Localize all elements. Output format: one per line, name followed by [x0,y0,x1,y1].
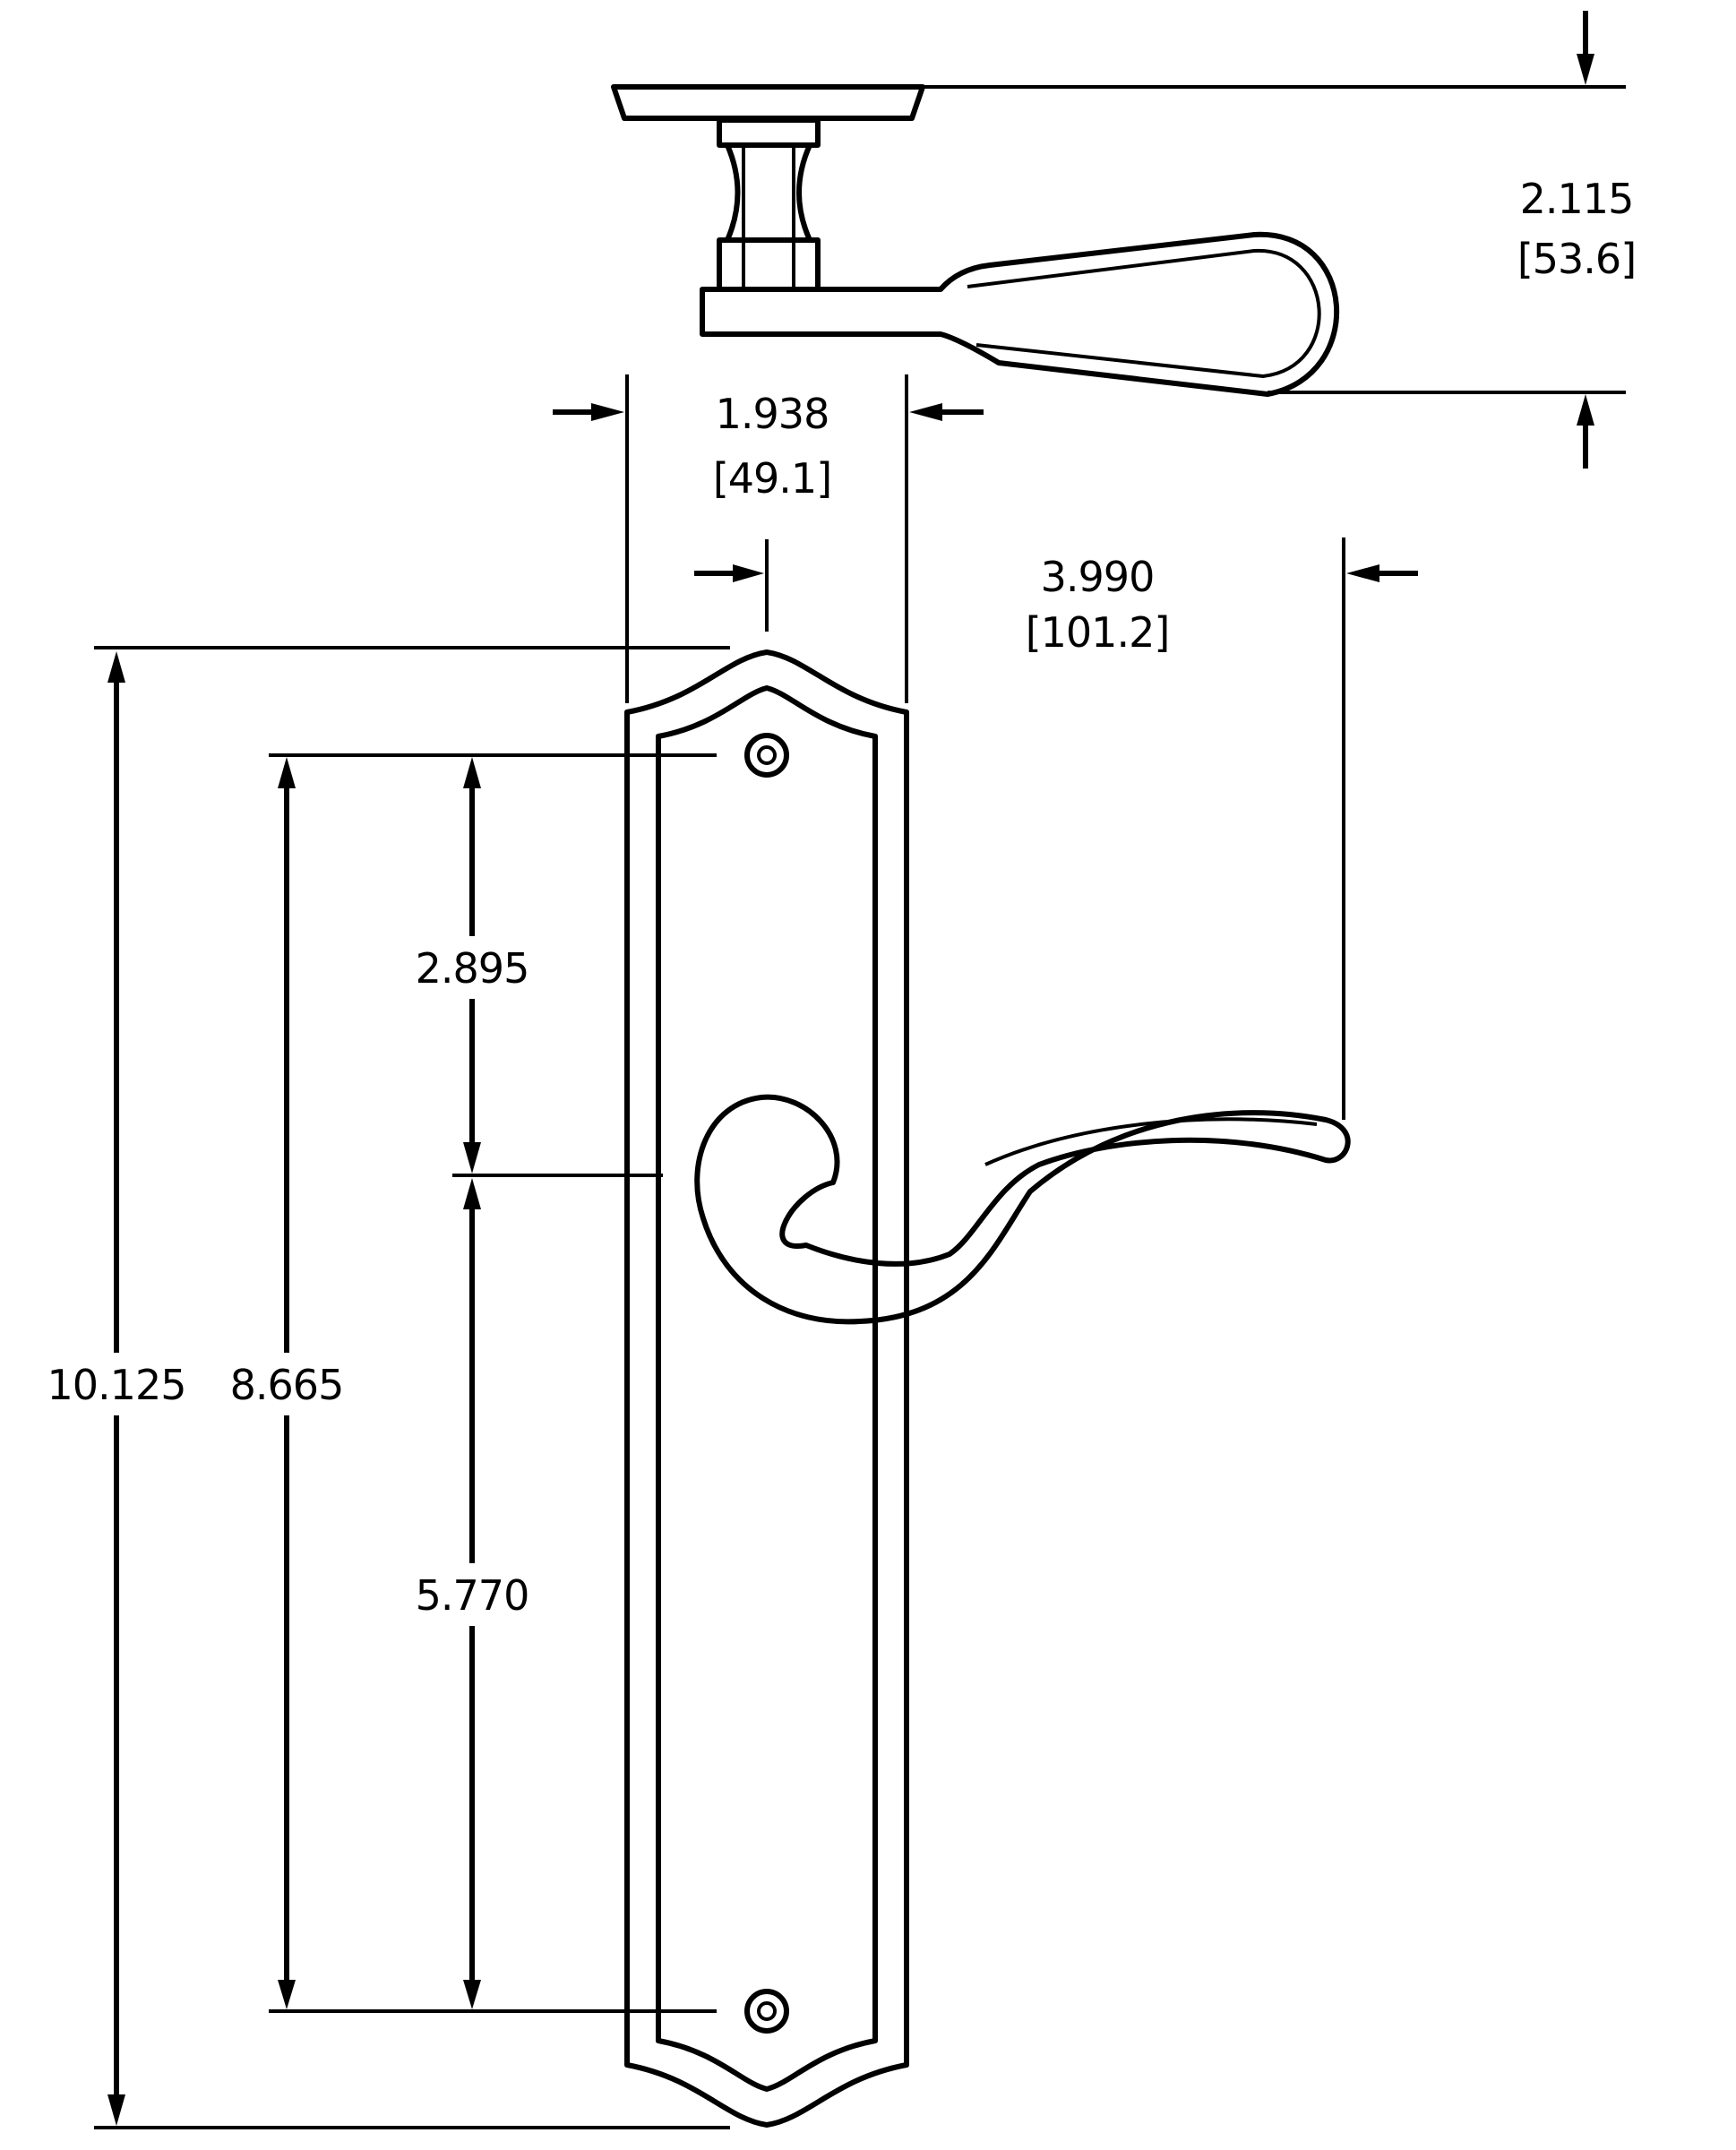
dim-5770-arrow-top [463,1178,481,1209]
dim-3990-arrow-right [1346,564,1379,582]
dim-1938-arrow-right [909,403,942,421]
dim-10125: 10.125 [47,1361,186,1409]
dim-2115-arrow-top [1577,54,1594,85]
dim-2895-arrow-bottom [463,1142,481,1174]
dim-5770: 5.770 [416,1571,529,1620]
dim-3990-inch: 3.990 [1041,553,1155,601]
dim-2895-label-bg [408,936,537,999]
backplate-outer [624,649,909,2128]
top-screw-hole [744,733,789,778]
dim-2115-mm: [53.6] [1517,235,1636,283]
dim-2115-arrow-bottom [1577,394,1594,426]
side-view-lever-inner [967,248,1321,379]
side-view-spindle [725,142,812,243]
front-lever-inner-edge [984,1117,1318,1166]
bottom-screw-hole [744,1989,789,2034]
front-dimensions: 1.938 [49.1] 3.990 [101.2] 10.125 8.665 [47,374,1418,2129]
dim-2895-arrow-top [463,757,481,788]
dim-8665-arrow-top [278,757,296,788]
dim-10125-arrow-bottom [107,2094,125,2126]
dim-1938-mm: [49.1] [713,454,831,503]
dim-8665-arrow-bottom [278,1980,296,2009]
dim-3990-arrow-left [733,564,764,582]
front-lever [694,1094,1351,1325]
dim-2115-inch: 2.115 [1520,175,1634,223]
dim-5770-label-bg [408,1563,537,1626]
dim-10125-label-bg [49,1353,184,1415]
dim-8665: 8.665 [230,1361,344,1409]
dim-1938-inch: 1.938 [716,390,829,438]
dim-8665-label-bg [219,1353,354,1415]
side-view: 2.115 [53.6] [611,11,1637,469]
dim-2895: 2.895 [416,944,529,993]
dim-5770-arrow-bottom [463,1980,481,2009]
dim-3990-mm: [101.2] [1026,608,1170,657]
dim-1938-arrow-left [591,403,624,421]
side-view-neck-collar-bottom [717,237,821,292]
dim-10125-arrow-top [107,651,125,683]
side-view-lever [700,231,1339,397]
backplate-inner [656,685,878,2092]
side-view-neck-collar-top [717,117,821,148]
front-view [624,649,1351,2128]
side-view-rose [611,84,925,121]
